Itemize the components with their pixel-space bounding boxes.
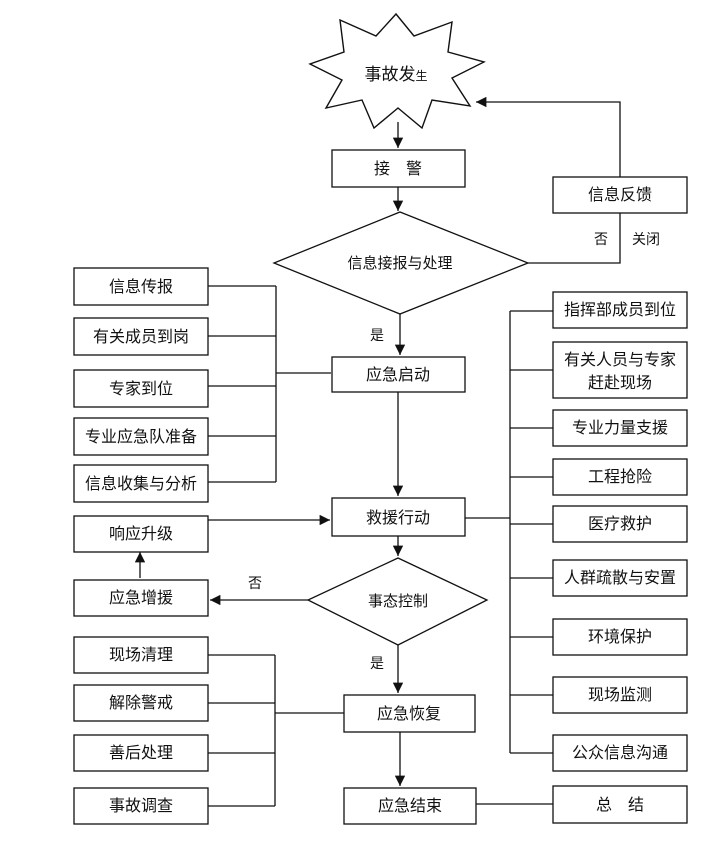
- left-activation-box-1: [73, 267, 209, 306]
- left-recovery-label-3: 善后处理: [109, 743, 173, 762]
- left-recovery-box-1: [73, 636, 209, 674]
- recover-label: 应急恢复: [377, 704, 441, 723]
- left-recovery-label-1: 现场清理: [109, 645, 173, 664]
- line-close-feedback: [528, 213, 621, 264]
- right-action-label-5: 医疗救护: [588, 514, 652, 533]
- right-action-label-7: 环境保护: [588, 627, 652, 646]
- upgrade-label: 响应升级: [109, 524, 173, 543]
- summary-label: 总 结: [596, 795, 644, 814]
- decision-info-label: 信息接报与处理: [347, 254, 452, 272]
- reinforce-box: [73, 579, 209, 617]
- start-label-small: 生: [415, 69, 427, 83]
- left-activation-box-4: [73, 417, 209, 456]
- left-recovery-box-2: [73, 684, 209, 722]
- right-action-label-3: 专业力量支援: [572, 418, 668, 437]
- right-action-label-1: 指挥部成员到位: [564, 300, 676, 319]
- left-recovery-box-4: [73, 787, 209, 825]
- left-recovery-label-4: 事故调查: [109, 796, 173, 815]
- right-action-box-8: [552, 676, 688, 714]
- right-action-box-3: [552, 409, 688, 447]
- decision-control-diamond: [306, 557, 489, 646]
- edge-label-d1-no: 否: [594, 232, 608, 248]
- rescue-label: 救援行动: [366, 508, 430, 527]
- end-box: [343, 787, 477, 825]
- right-action-box-5: [552, 505, 688, 543]
- decision-control-label: 事态控制: [368, 592, 428, 610]
- receive-label: 接 警: [374, 159, 422, 178]
- arrow-feedback-start: [476, 96, 621, 177]
- edge-label-d1-close: 关闭: [632, 232, 660, 248]
- rescue-box: [331, 497, 466, 537]
- end-label: 应急结束: [378, 796, 442, 815]
- right-action-box-4: [552, 458, 688, 496]
- decision-info-diamond: [272, 211, 530, 315]
- feedback-box: [552, 176, 688, 214]
- activate-label: 应急启动: [366, 365, 430, 384]
- svg-text:事故发生: 事故发生: [364, 65, 427, 85]
- left-activation-label-1: 信息传报: [109, 277, 173, 296]
- left-activation-label-3: 专家到位: [109, 379, 173, 398]
- edge-label-d2-no: 否: [248, 576, 262, 592]
- left-recovery-label-2: 解除警戒: [109, 693, 173, 712]
- upgrade-box: [73, 515, 209, 553]
- right-action-label-9: 公众信息沟通: [572, 743, 668, 762]
- left-activation-label-2: 有关成员到岗: [93, 327, 189, 346]
- edge-label-d1-yes: 是: [370, 328, 384, 344]
- right-action-label-2b: 赶赴现场: [588, 373, 652, 392]
- activate-box: [331, 356, 466, 393]
- left-activation-box-3: [73, 369, 209, 408]
- feedback-label: 信息反馈: [588, 185, 652, 204]
- right-action-box-1: [552, 291, 688, 329]
- left-recovery-box-3: [73, 734, 209, 772]
- left-activation-box-5: [73, 464, 209, 503]
- receive-box: [331, 149, 466, 188]
- right-action-label-4: 工程抢险: [588, 467, 652, 486]
- right-action-box-6: [552, 559, 688, 597]
- summary-box: [552, 785, 688, 824]
- left-activation-box-2: [73, 317, 209, 356]
- right-action-label-8: 现场监测: [588, 685, 652, 704]
- start-starburst: [308, 12, 486, 130]
- right-action-label-6: 人群疏散与安置: [564, 568, 676, 587]
- reinforce-label: 应急增援: [109, 588, 173, 607]
- right-action-box-2: [552, 341, 688, 399]
- left-activation-label-5: 信息收集与分析: [85, 474, 197, 493]
- right-action-box-9: [552, 734, 688, 772]
- right-action-box-7: [552, 618, 688, 656]
- right-action-label-2: 有关人员与专家: [564, 350, 676, 369]
- recover-box: [343, 694, 476, 733]
- left-activation-label-4: 专业应急队准备: [85, 427, 197, 446]
- edge-label-d2-yes: 是: [370, 656, 384, 672]
- start-label: 事故发: [364, 65, 415, 85]
